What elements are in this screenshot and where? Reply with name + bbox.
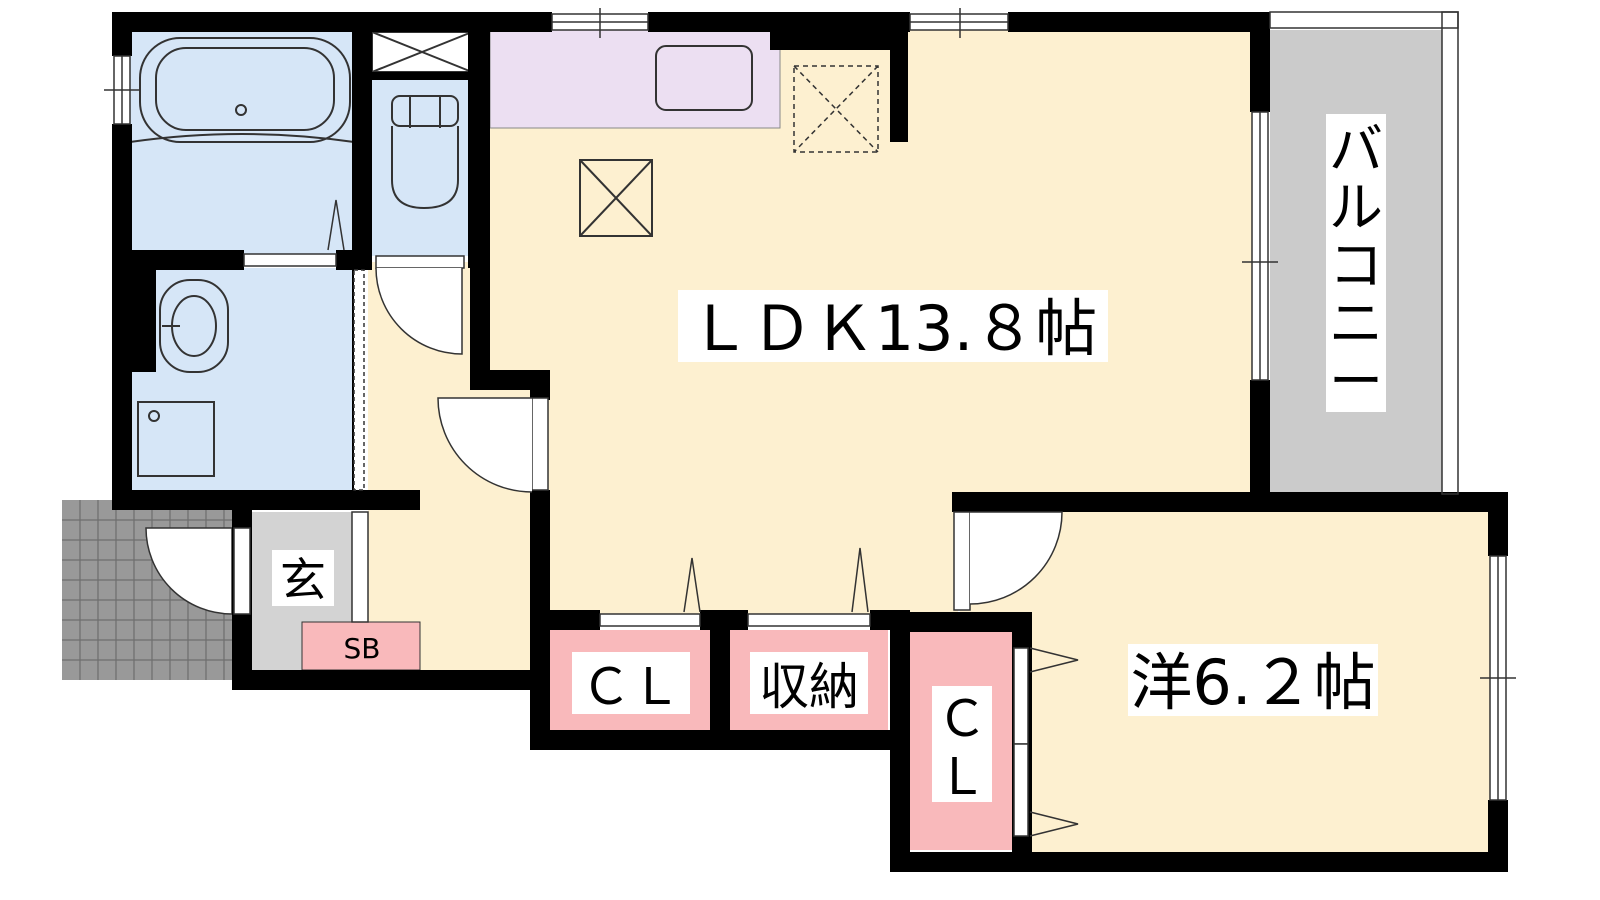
ldk-label: ＬＤＫ13.８帖 (689, 292, 1098, 365)
entrance-label: 玄 (280, 553, 326, 607)
balcony-label-3: コ (1329, 234, 1383, 297)
porch-tiles (62, 500, 233, 680)
closet-b-label-l: Ｌ (937, 748, 987, 806)
toilet-tank (391, 95, 459, 127)
western-room-label: 洋6.２帖 (1130, 646, 1375, 719)
washer-pan (137, 401, 215, 477)
fridge-space (793, 65, 879, 153)
toilet-floor (372, 80, 472, 256)
toilet-bowl (391, 126, 459, 210)
kitchen-sink (655, 45, 753, 111)
closet-b-label-c: Ｃ (937, 690, 987, 748)
shoe-box-label: SB (344, 632, 381, 665)
balcony-label-2: ル (1329, 176, 1383, 239)
closet-a-label: ＣＬ (581, 658, 681, 716)
balcony-label-5: ー (1329, 350, 1383, 413)
windows (104, 8, 1516, 801)
balcony-label-1: バ (1329, 118, 1383, 181)
labels: ＬＤＫ13.８帖 洋6.２帖 バ ル コ ニ ー 玄 SB ＣＬ 収納 Ｃ Ｌ (272, 114, 1386, 806)
doors (233, 199, 1079, 837)
ldk-duct (579, 159, 653, 237)
wash-basin (159, 279, 229, 373)
storage-label: 収納 (759, 658, 859, 716)
balcony-label-4: ニ (1329, 292, 1383, 355)
shoe-box (301, 621, 421, 671)
washroom-floor (130, 268, 354, 494)
walls (112, 12, 1508, 872)
ldk-floor-lower (548, 370, 958, 626)
fixtures (129, 31, 879, 477)
